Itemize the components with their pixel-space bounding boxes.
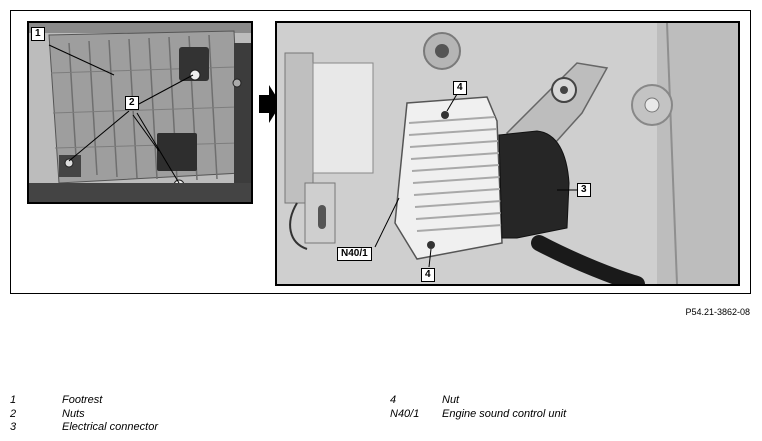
legend-item: 4 Nut [390, 394, 566, 408]
legend-text: Electrical connector [62, 421, 158, 433]
legend-key: 2 [10, 407, 17, 420]
footrest-photo: 1 2 [27, 21, 253, 204]
callout-4-bottom: 4 [421, 268, 435, 282]
legend-left: 1 Footrest 2 Nuts 3 Electrical connector [10, 394, 158, 435]
legend-right: 4 Nut N40/1 Engine sound control unit [390, 394, 566, 421]
figure-frame: 1 2 [10, 10, 751, 294]
callout-4-top: 4 [453, 81, 467, 95]
control-unit-illustration [277, 23, 738, 284]
legend-text: Nuts [62, 407, 85, 420]
legend-key: 4 [390, 394, 397, 406]
legend-item: N40/1 Engine sound control unit [390, 408, 566, 422]
legend-key: 3 [10, 421, 17, 433]
callout-1: 1 [31, 27, 45, 41]
legend-item: 3 Electrical connector [10, 421, 158, 435]
right-arrow-icon [259, 85, 281, 123]
callout-2: 2 [125, 96, 139, 110]
legend-text: Footrest [62, 394, 103, 406]
figure-id: P54.21-3862-08 [685, 307, 750, 317]
legend-key: 1 [10, 394, 17, 406]
legend-item: 1 Footrest [10, 394, 158, 408]
callout-3: 3 [577, 183, 591, 197]
legend-item: 2 Nuts [10, 408, 158, 422]
callout-n40-1: N40/1 [337, 247, 372, 261]
control-unit-photo: 4 3 N40/1 4 [275, 21, 740, 286]
footrest-illustration [29, 23, 251, 202]
legend-text: Nut [442, 394, 460, 406]
legend-key: N40/1 [390, 407, 420, 420]
legend-text: Engine sound control unit [442, 407, 567, 420]
